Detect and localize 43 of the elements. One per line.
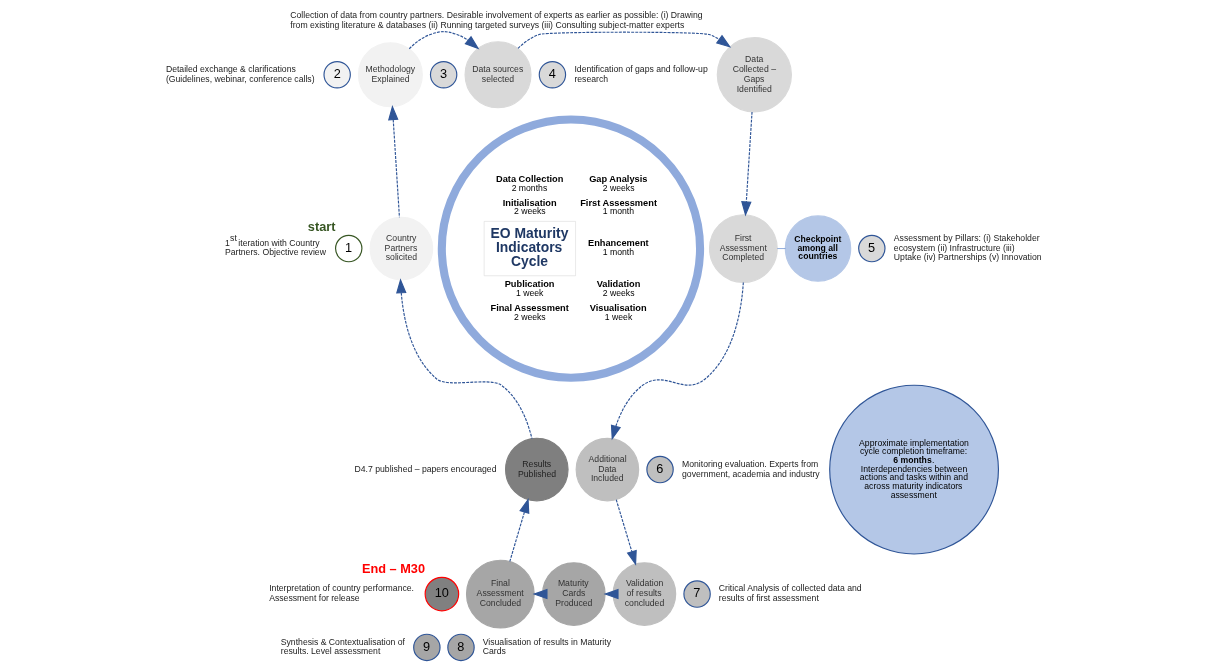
node-label: Identification of gaps and follow-up research xyxy=(573,63,708,84)
node-label: Detailed exchange & clarifications (Guidelines, webinar, conference calls) xyxy=(165,63,315,84)
node-circle: Final Assessment Concluded xyxy=(465,559,535,629)
node-circle: Data Collected – Gaps Identified xyxy=(716,37,792,113)
node-label: Visualisation of results in Maturity Cards xyxy=(482,636,611,657)
connector xyxy=(776,248,786,249)
node-circle: 8 xyxy=(446,633,475,662)
arrow xyxy=(395,278,533,440)
node-circle: Country Partners solicited xyxy=(369,216,433,281)
node-circle: 9 xyxy=(412,633,441,662)
arrow xyxy=(740,111,753,217)
node-circle: 4 xyxy=(538,61,566,89)
node-circle: 6 xyxy=(645,455,674,484)
node-label: Critical Analysis of collected data and results of first assessment xyxy=(718,583,862,604)
node-circle: First Assessment Completed xyxy=(708,214,778,283)
node-circle: Checkpoint among all countries xyxy=(784,215,851,282)
node-label: Collection of data from country partners. Desirable involvement of experts as earlier as possible: (i) Drawing from existing literature & databases (ii) Running targeted surveys (iii) Consulting subject-matter experts xyxy=(289,10,703,30)
node-label: End – M30 xyxy=(361,561,425,577)
node-circle: Results Published xyxy=(504,437,569,502)
node-circle: 2 xyxy=(322,61,351,89)
node-circle: Methodology Explained xyxy=(357,42,423,108)
arrow xyxy=(387,105,400,218)
arrow xyxy=(531,588,548,600)
node-circle: 5 xyxy=(857,234,886,263)
node-circle: Additional Data Included xyxy=(575,437,639,502)
node-label: D4.7 published – papers encouraged xyxy=(354,463,497,474)
node-label: Synthesis & Contextualisation of results. Level assessment xyxy=(280,636,405,657)
node-circle: 3 xyxy=(429,61,457,89)
arrow xyxy=(408,31,479,50)
node-label: Monitoring evaluation. Experts from government, academia and industry xyxy=(681,458,820,479)
arrow xyxy=(516,31,731,49)
arrow xyxy=(615,499,637,566)
node-circle: Data sources selected xyxy=(464,41,532,109)
arrow xyxy=(610,281,744,441)
arrow xyxy=(603,588,619,600)
node-label: Assessment by Pillars: (i) Stakeholder ecosystem (ii) Infrastructure (iii) Uptake (iv) Partnerships (v) Innovation xyxy=(893,232,1042,263)
node-label: Interpretation of country performance. Assessment for release xyxy=(268,583,414,604)
arrow xyxy=(508,498,529,562)
node-circle: 10 xyxy=(424,576,459,612)
node-circle: 7 xyxy=(682,580,711,608)
node-circle: 1 xyxy=(334,234,362,263)
node-circle: Approximate implementation cycle completion timeframe: 6 months. Interdependencies between actions and tasks within and across maturity indicators assessment xyxy=(828,384,999,555)
node-label: start xyxy=(307,219,335,235)
